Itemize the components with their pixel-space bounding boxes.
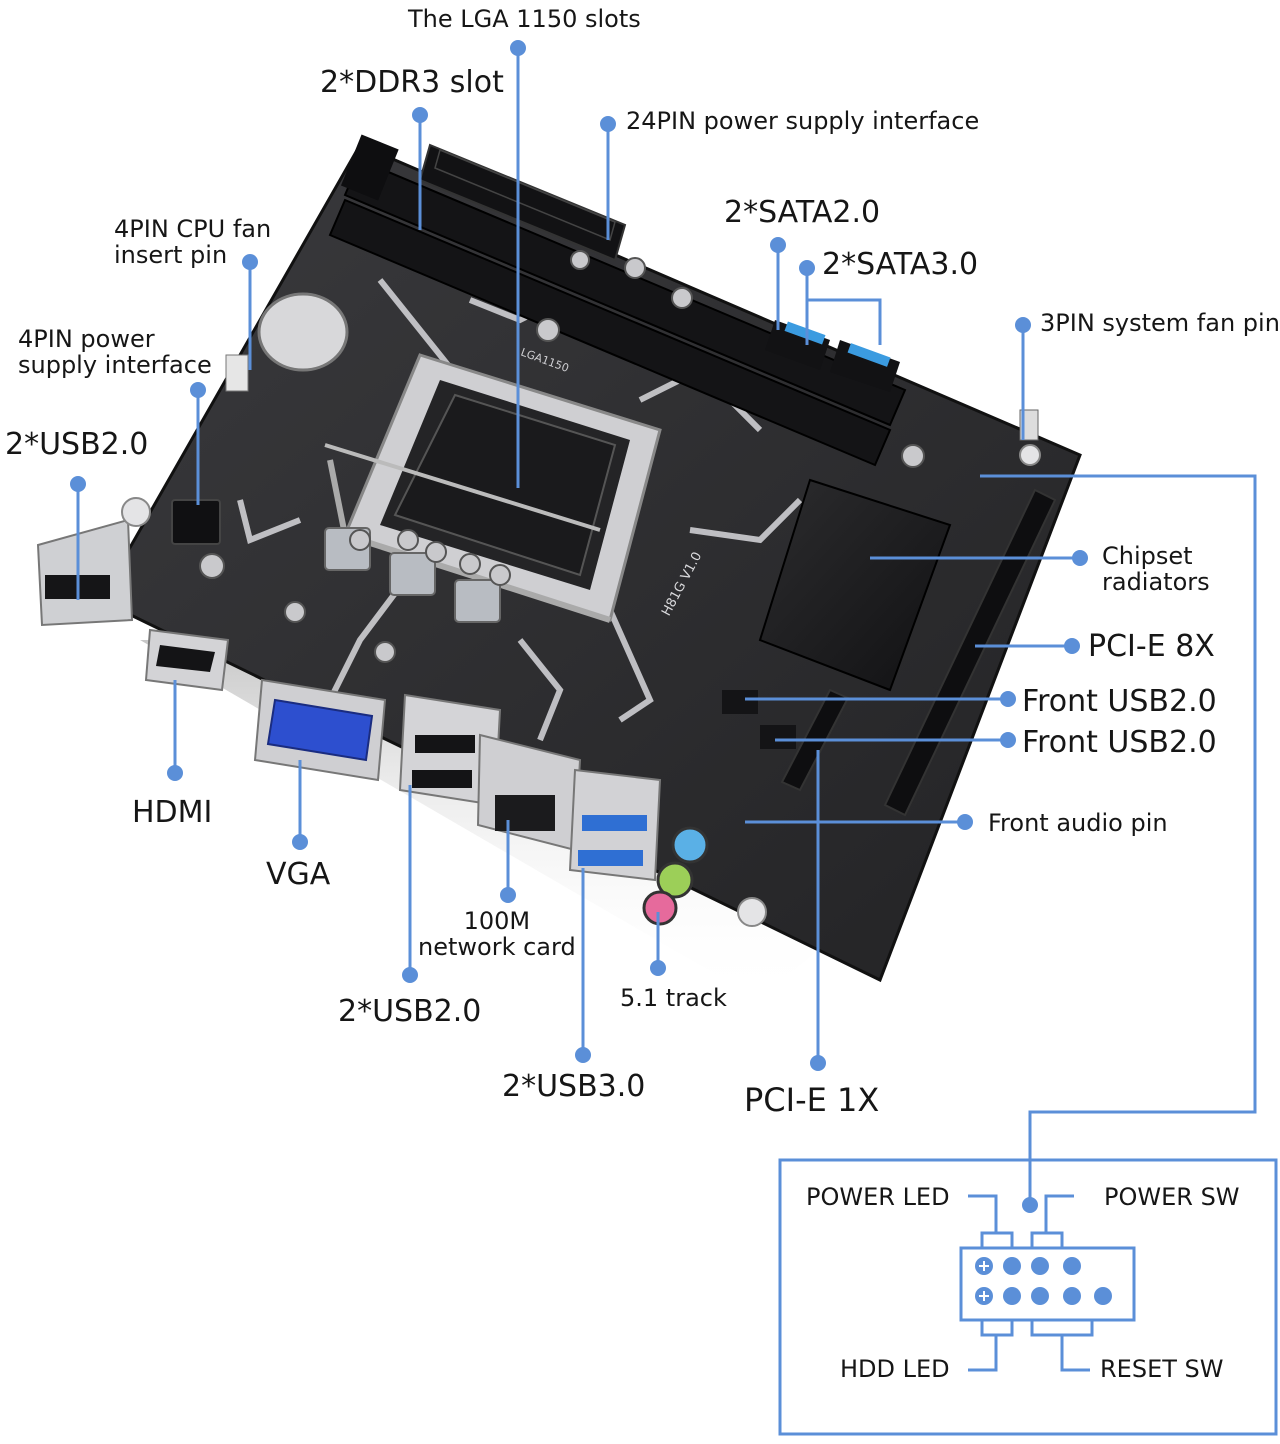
- label-vga: VGA: [266, 857, 331, 892]
- label-hdd-led: HDD LED: [840, 1355, 950, 1383]
- rear-io-rj45: [476, 733, 582, 852]
- label-system-fan-pin: 3PIN system fan pin: [1040, 309, 1280, 337]
- label-front-usb-2: Front USB2.0: [1022, 725, 1217, 760]
- label-cpu-fan-pin: 4PIN CPU fan insert pin: [114, 215, 272, 270]
- label-pcie-8x: PCI-E 8X: [1088, 629, 1215, 664]
- ddr3-slots: [328, 134, 907, 467]
- label-ddr3-slot: 2*DDR3 slot: [320, 65, 504, 100]
- label-power-led: POWER LED: [806, 1183, 950, 1211]
- label-4pin-power: 4PIN power supply interface: [18, 325, 212, 380]
- label-24pin-power: 24PIN power supply interface: [626, 107, 980, 135]
- atx-24pin-connector: [418, 143, 627, 262]
- cpu-fan-header: [225, 354, 249, 392]
- label-front-usb-1: Front USB2.0: [1022, 684, 1217, 719]
- label-sata2: 2*SATA2.0: [724, 195, 881, 230]
- label-chipset-radiators: Chipset radiators: [1102, 542, 1210, 597]
- label-100m-network-card: 100M network card: [418, 907, 576, 962]
- front-panel-frame: [778, 1158, 1278, 1436]
- rear-io-vga: [253, 678, 387, 782]
- front-panel-plus-marks: [979, 1261, 989, 1301]
- label-power-sw: POWER SW: [1104, 1183, 1240, 1211]
- cpu-4pin-power: [171, 499, 221, 545]
- vrm-chokes: [324, 527, 501, 623]
- rear-io-hdmi: [144, 628, 230, 692]
- label-hdmi: HDMI: [132, 795, 213, 830]
- rear-io-usb3: [568, 768, 662, 882]
- front-panel-header-diagram: [778, 1158, 1278, 1436]
- label-sata3: 2*SATA3.0: [822, 247, 979, 282]
- label-pcie-1x: PCI-E 1X: [744, 1081, 880, 1119]
- chipset-heatsink: [758, 478, 952, 692]
- mount-holes: [121, 444, 1041, 927]
- front-usb-headers: [722, 690, 796, 749]
- label-reset-sw: RESET SW: [1100, 1355, 1224, 1383]
- rear-io-audio: [642, 826, 709, 926]
- cmos-battery: [257, 292, 349, 372]
- front-panel-pins: [975, 1257, 1112, 1305]
- rear-io-usb-left: [36, 518, 134, 627]
- label-front-audio-pin: Front audio pin: [988, 809, 1168, 837]
- label-5-1-track: 5.1 track: [620, 984, 727, 1012]
- label-lga-slots: The LGA 1150 slots: [408, 5, 641, 33]
- label-usb2-left: 2*USB2.0: [5, 427, 149, 462]
- label-usb2-bottom: 2*USB2.0: [338, 994, 482, 1029]
- label-usb3: 2*USB3.0: [502, 1069, 646, 1104]
- sata-ports: [765, 320, 900, 392]
- front-panel-brackets: [968, 1194, 1094, 1372]
